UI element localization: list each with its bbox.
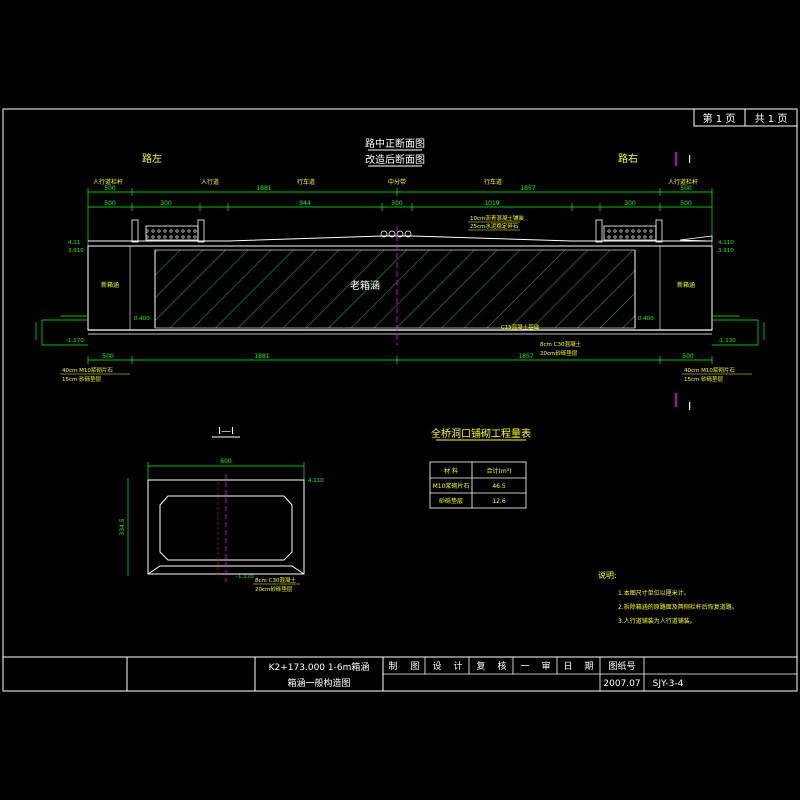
note-item-3: 3.人行道铺装为人行道铺装。: [618, 617, 696, 625]
section-mark-top: I: [688, 153, 691, 166]
cell-yi: 一: [520, 662, 529, 672]
elev-right-1: 4.110: [718, 240, 734, 246]
dim-mid-5: 1019: [484, 200, 499, 207]
table-cell-r1-total: 46.5: [492, 483, 506, 490]
median: [380, 230, 412, 238]
label-sidewalk-railing-right: 人行道栏杆: [668, 178, 698, 186]
drawing-title-line-2: 箱涵一般构造图: [287, 677, 350, 689]
dim-mid-7: 500: [680, 200, 692, 207]
drawing-number: SJY-3-4: [653, 679, 684, 689]
main-cross-section: 路中正断面图 改造后断面图 路左 路右 I I 人行道栏杆 人行道 行车道 中分…: [35, 137, 765, 413]
dim-mid-2: 300: [160, 200, 172, 207]
apron-left: [35, 315, 88, 346]
note-bottom-mid-2: 20cm砂砾垫层: [540, 349, 578, 357]
label-lane-left: 行车道: [297, 178, 315, 186]
page-number-box: 第 1 页 共 1 页: [693, 108, 798, 127]
road-left-label: 路左: [142, 152, 162, 165]
table-header-total: 合计(m³): [487, 467, 512, 475]
sidewalk-left: [88, 219, 228, 243]
culvert-body: [87, 245, 713, 335]
note-bottom-mid-1: 8cm C30混凝土: [540, 340, 581, 348]
old-culvert-label: 老箱涵: [350, 279, 380, 292]
dim-bottom-right-half: 1857: [518, 353, 533, 360]
dim-top-walk-left: 500: [104, 185, 116, 192]
new-culvert-left-label: 新箱涵: [101, 281, 119, 289]
apron-right: [712, 315, 765, 346]
dim-top-right-half: 1857: [520, 185, 535, 192]
quantity-table: 全桥洞口铺砌工程量表 材 料 合计(m³) M10浆砌片石 46.5 砂砾垫层 …: [429, 427, 531, 509]
table-cell-r2-material: 砂砾垫层: [439, 497, 463, 505]
dim-bottom-left-half: 1881: [254, 353, 269, 360]
title-block: K2+173.000 1-6m箱涵 箱涵一般构造图 制 图 设 计 复 核 一 …: [269, 657, 797, 691]
section-ii-note-1: 8cm C30混凝土: [255, 576, 296, 584]
cell-shen: 审: [541, 660, 550, 672]
label-sidewalk: 人行道: [201, 178, 219, 186]
cross-section-title: 路中正断面图: [365, 137, 425, 150]
section-ii-elev-top: 4.110: [308, 478, 324, 484]
note-pavement: 10cm沥青混凝土铺装: [470, 214, 524, 222]
label-median: 中分带: [388, 178, 406, 186]
notes: 说明: 1.本图尺寸单位以厘米计。 2.拆除箱涵的原路面及两侧栏杆后恢复道路。 …: [598, 570, 738, 625]
section-cut-bottom: I: [675, 393, 691, 413]
section-ii-title: I—I: [218, 426, 234, 437]
elev-right-2: 3.910: [718, 248, 734, 254]
section-mark-bottom: I: [688, 400, 691, 413]
cell-fu: 复: [476, 660, 485, 672]
road-right-label: 路右: [618, 152, 638, 165]
note-bottom-left-2: 15cm 砂砾垫层: [62, 375, 102, 383]
dim-bottom-end-left: 500: [102, 353, 114, 360]
section-ii-note-2: 20cm砂砾垫层: [255, 585, 293, 593]
cross-section-subtitle: 改造后断面图: [365, 153, 425, 166]
note-base: C15混凝土基础: [501, 323, 540, 331]
drawing-title-line-1: K2+173.000 1-6m箱涵: [269, 661, 370, 673]
dim-mid-1: 500: [104, 200, 116, 207]
new-culvert-right-label: 新箱涵: [677, 281, 695, 289]
elev-left-2: 3.910: [68, 248, 84, 254]
section-ii-width: 600: [220, 458, 232, 465]
note-item-2: 2.拆除箱涵的原路面及两侧栏杆后恢复道路。: [618, 603, 738, 611]
section-cut-top: I: [675, 152, 691, 166]
page-label: 第 1 页: [703, 112, 736, 125]
cell-tu: 图: [410, 661, 419, 672]
drawing-date: 2007.07: [603, 679, 640, 689]
elev-left-1: 4.11: [68, 240, 80, 246]
cell-she: 设: [432, 661, 441, 672]
table-header-material: 材 料: [444, 467, 458, 475]
elev-right-3: 0.400: [638, 316, 654, 322]
label-sidewalk-railing-left: 人行道栏杆: [93, 178, 123, 186]
section-i-i: I—I 600 334.5 4.110 -1.170 8cm C30混凝土 20…: [119, 426, 324, 593]
cell-he: 核: [497, 660, 506, 672]
quantity-table-title: 全桥洞口铺砌工程量表: [431, 427, 531, 440]
notes-title: 说明:: [598, 570, 617, 580]
label-lane-right: 行车道: [484, 178, 502, 186]
cell-qi: 期: [584, 661, 593, 672]
note-bottom-right-2: 15cm 砂砾垫层: [684, 375, 724, 383]
elev-left-4: -1.170: [66, 338, 84, 344]
cell-zhi: 制: [388, 660, 397, 672]
note-bottom-right-1: 40cm M10浆砌片石: [684, 366, 735, 374]
cell-ji: 计: [453, 660, 462, 672]
dim-bottom-end-right: 500: [682, 353, 694, 360]
section-ii-elev-bottom: -1.170: [236, 574, 254, 580]
sidewalk-right: [572, 219, 713, 243]
elev-right-4: -1.130: [718, 338, 736, 344]
dimension-lines-bottom: [87, 356, 713, 364]
total-label: 共 1 页: [755, 113, 788, 125]
note-item-1: 1.本图尺寸单位以厘米计。: [618, 589, 690, 597]
note-subbase: 25cm水泥稳定碎石: [470, 222, 519, 230]
drawing-number-label: 图纸号: [608, 660, 635, 672]
dim-mid-6: 300: [624, 200, 636, 207]
note-bottom-left-1: 40cm M10浆砌片石: [62, 366, 113, 374]
elev-left-3: 0.400: [134, 316, 150, 322]
drawing-frame: [2, 108, 798, 692]
table-cell-r1-material: M10浆砌片石: [433, 482, 470, 490]
cell-ri: 日: [563, 661, 572, 672]
dim-mid-3: 944: [299, 200, 311, 207]
section-ii-height: 334.5: [119, 518, 126, 535]
dim-top-walk-right: 500: [680, 185, 692, 192]
dim-mid-4: 300: [391, 200, 403, 207]
table-cell-r2-total: 12.6: [492, 498, 506, 505]
dim-top-left-half: 1881: [256, 185, 271, 192]
